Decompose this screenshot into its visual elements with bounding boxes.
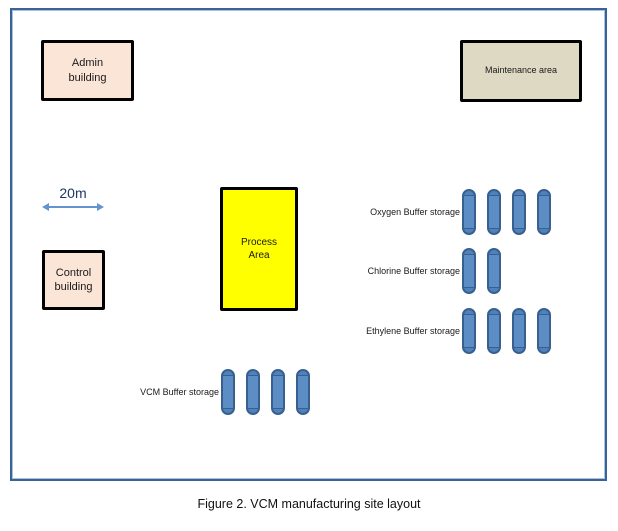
maintenance-area-label: Maintenance area — [484, 65, 558, 76]
storage-tank — [487, 308, 501, 354]
site-layout-frame: Admin building Maintenance area 20m Cont… — [10, 8, 607, 481]
arrowhead-right-icon — [97, 203, 104, 211]
maintenance-area: Maintenance area — [460, 40, 582, 102]
ethylene-tank-group — [462, 308, 551, 354]
vcm-tank-group — [221, 369, 310, 415]
chlorine-storage-label: Chlorine Buffer storage — [367, 266, 460, 276]
storage-tank — [296, 369, 310, 415]
arrow-line — [47, 206, 99, 208]
storage-tank — [512, 308, 526, 354]
chlorine-tank-group — [462, 248, 501, 294]
storage-tank — [271, 369, 285, 415]
scale-indicator: 20m — [42, 185, 104, 211]
ethylene-storage-label: Ethylene Buffer storage — [366, 326, 460, 336]
oxygen-storage-label: Oxygen Buffer storage — [370, 207, 460, 217]
storage-tank — [537, 189, 551, 235]
storage-tank — [221, 369, 235, 415]
double-arrow-icon — [42, 203, 104, 211]
vcm-buffer-storage-row: VCM Buffer storage — [71, 369, 310, 415]
process-area-label: Process Area — [240, 237, 278, 261]
storage-tank — [487, 189, 501, 235]
control-building-label: Control building — [54, 266, 93, 293]
control-building: Control building — [42, 250, 105, 310]
arrowhead-left-icon — [42, 203, 49, 211]
scale-label: 20m — [59, 185, 87, 201]
storage-tank — [462, 248, 476, 294]
chlorine-buffer-storage-row: Chlorine Buffer storage — [312, 248, 501, 294]
storage-tank — [462, 189, 476, 235]
storage-tank — [246, 369, 260, 415]
ethylene-buffer-storage-row: Ethylene Buffer storage — [312, 308, 551, 354]
storage-tank — [537, 308, 551, 354]
admin-building: Admin building — [41, 40, 134, 101]
storage-tank — [512, 189, 526, 235]
vcm-storage-label: VCM Buffer storage — [140, 387, 219, 397]
process-area: Process Area — [220, 187, 298, 311]
oxygen-tank-group — [462, 189, 551, 235]
admin-building-label: Admin building — [68, 57, 107, 84]
storage-tank — [462, 308, 476, 354]
oxygen-buffer-storage-row: Oxygen Buffer storage — [312, 189, 551, 235]
storage-tank — [487, 248, 501, 294]
figure-caption: Figure 2. VCM manufacturing site layout — [197, 497, 421, 511]
